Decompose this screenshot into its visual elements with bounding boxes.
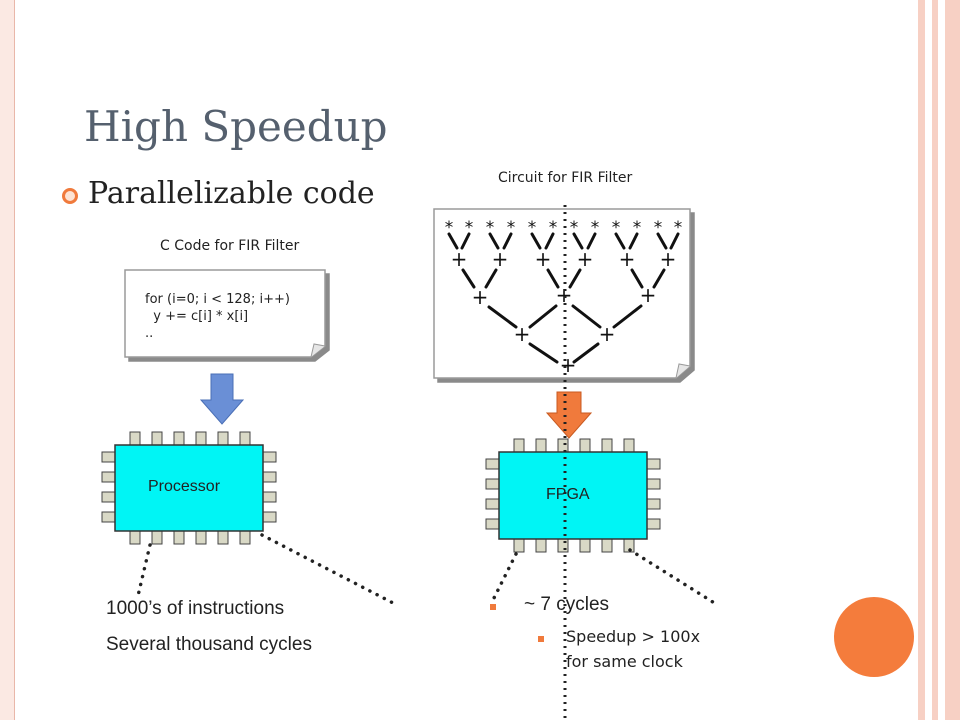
slide-title: High Speedup [84,102,388,151]
svg-text:*: * [612,218,621,238]
speedup-bullet-icon [538,636,544,642]
svg-text:+: + [556,283,573,307]
svg-text:*: * [486,218,495,238]
fpga-bullet-icon [490,604,496,610]
right-frame-border [918,0,960,720]
fpga-label: FPGA [546,486,590,503]
svg-text:+: + [492,247,509,271]
bullet-icon [62,188,78,204]
multiplier-row: * * * * * * * * * * * * [445,218,683,238]
svg-text:+: + [560,353,577,377]
svg-text:+: + [472,285,489,309]
adder-tree [447,232,680,364]
code-line: .. [145,326,154,341]
blue-down-arrow [199,373,245,425]
svg-text:+: + [514,322,531,346]
fpga-cycles: ~ 7 cycles [524,594,610,615]
code-line: y += c[i] * x[i] [145,309,249,324]
svg-text:+: + [660,247,677,271]
svg-text:+: + [535,247,552,271]
svg-text:*: * [465,218,474,238]
svg-text:+: + [577,247,594,271]
accent-circle [834,597,914,677]
c-code-block: for (i=0; i < 128; i++) y += c[i] * x[i]… [145,291,290,342]
svg-text:*: * [674,218,683,238]
svg-text:+: + [640,283,657,307]
svg-text:*: * [528,218,537,238]
instructions-note: 1000’s of instructions [106,598,285,619]
svg-text:+: + [451,247,468,271]
code-line: for (i=0; i < 128; i++) [145,292,290,307]
fpga-chip [485,438,661,553]
orange-down-arrow [545,391,593,439]
svg-text:*: * [591,218,600,238]
left-frame-border [0,0,15,720]
svg-text:*: * [570,218,579,238]
cycles-note: Several thousand cycles [106,634,312,655]
dotted-callouts [135,533,718,606]
bullet-text: Parallelizable code [88,176,375,211]
svg-text:*: * [633,218,642,238]
svg-text:*: * [507,218,516,238]
svg-text:*: * [445,218,454,238]
speedup-note: Speedup > 100x [566,627,701,646]
svg-text:*: * [549,218,558,238]
svg-text:+: + [619,247,636,271]
processor-chip [101,431,277,545]
circuit-caption: Circuit for FIR Filter [498,170,633,186]
svg-text:*: * [654,218,663,238]
processor-label: Processor [148,478,221,495]
c-code-caption: C Code for FIR Filter [160,238,300,254]
speedup-subnote: for same clock [566,652,683,671]
svg-text:+: + [599,322,616,346]
